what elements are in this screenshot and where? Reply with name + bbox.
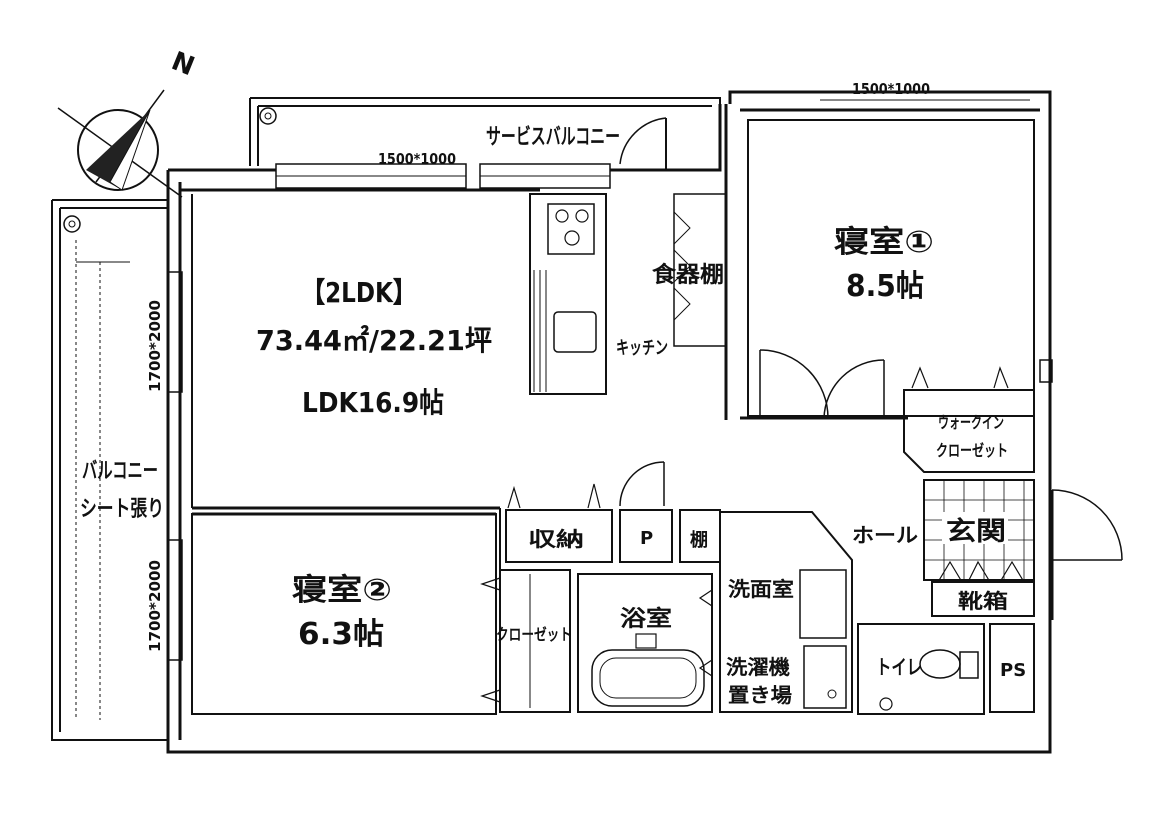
shelf-label: 棚 (690, 529, 708, 551)
window-dim-left-lower: 1700*2000 (146, 560, 164, 652)
toilet-label: トイレ (876, 655, 922, 679)
dish-shelf-label: 食器棚 (652, 262, 724, 288)
balcony-sheet-label: シート張り (80, 497, 164, 522)
laundry-label-2: 置き場 (728, 683, 792, 707)
window-dim-top-right: 1500*1000 (852, 80, 930, 98)
washroom (719, 511, 853, 713)
outer-walls (166, 90, 1123, 754)
ps-label: PS (1000, 660, 1026, 681)
hall-label: ホール (852, 523, 918, 547)
bedroom1-name: 寝室① (834, 225, 934, 260)
p-label: P (640, 528, 653, 549)
balcony-label: バルコニー (82, 459, 158, 484)
ldk-type-label: 【2LDK】 (302, 276, 416, 309)
toilet-room (857, 623, 985, 715)
compass-circle (77, 109, 159, 191)
walk-in-closet-label-2: クローゼット (936, 441, 1008, 460)
bathroom (577, 573, 713, 713)
window-dim-top-left: 1500*1000 (378, 150, 456, 168)
bedroom1-size: 8.5帖 (846, 269, 924, 304)
compass-needle-icon (86, 110, 150, 190)
ldk-area-label: 73.44㎡/22.21坪 (256, 324, 492, 357)
bedroom2-size: 6.3帖 (298, 617, 384, 652)
bedroom2-name: 寝室② (292, 573, 392, 608)
laundry-label: 洗濯機 (726, 655, 790, 679)
entrance-label: 玄関 (946, 516, 1006, 547)
washroom-label: 洗面室 (728, 577, 794, 601)
service-balcony (249, 97, 721, 189)
ldk-size-label: LDK16.9帖 (302, 386, 444, 419)
storage-label: 収納 (528, 527, 584, 551)
service-balcony-label: サービスバルコニー (486, 125, 620, 150)
shoe-box-label: 靴箱 (958, 589, 1008, 613)
closet (480, 569, 571, 713)
ps-shaft (989, 623, 1035, 713)
window-dim-left-upper: 1700*2000 (146, 300, 164, 392)
bathroom-label: 浴室 (620, 606, 672, 632)
kitchen-label: キッチン (616, 338, 668, 359)
closet-label: クローゼット (496, 625, 572, 644)
compass: N (57, 46, 199, 198)
walk-in-closet-label: ウォークイン (938, 413, 1004, 432)
bedroom1-room (740, 119, 1035, 420)
bedroom2-room (191, 512, 497, 715)
walk-in-closet (903, 366, 1035, 473)
compass-north-label: N (167, 46, 198, 82)
balcony (51, 199, 168, 741)
